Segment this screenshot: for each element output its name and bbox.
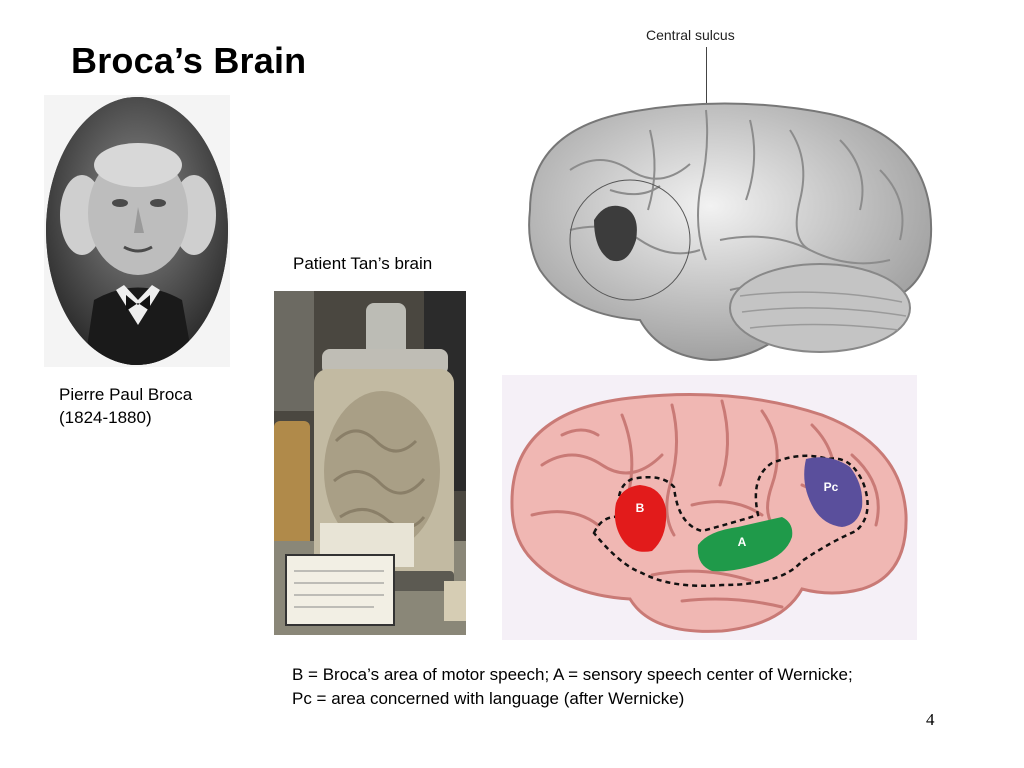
broca-area-shape — [614, 485, 667, 552]
jar-caption: Patient Tan’s brain — [293, 254, 433, 273]
broca-portrait — [44, 95, 230, 367]
diagram-legend: B = Broca’s area of motor speech; A = se… — [292, 663, 853, 711]
language-areas-diagram: B A Pc — [502, 375, 917, 640]
legend-line-2: Pc = area concerned with language (after… — [292, 689, 685, 708]
central-sulcus-leader-line — [706, 47, 707, 109]
portrait-caption-name: Pierre Paul Broca — [59, 385, 193, 404]
central-sulcus-label: Central sulcus — [646, 27, 735, 43]
pc-area-label: Pc — [824, 480, 839, 494]
slide-title: Broca’s Brain — [71, 40, 307, 81]
legend-line-1: B = Broca’s area of motor speech; A = se… — [292, 665, 853, 684]
wernicke-area-label: A — [738, 535, 747, 549]
broca-area-label: B — [636, 501, 645, 515]
language-areas-svg: B A Pc — [510, 393, 908, 633]
specimen-jar-photo — [274, 291, 466, 635]
portrait-caption-dates: (1824-1880) — [59, 408, 152, 427]
cortex-outline — [510, 393, 908, 633]
pc-area-shape — [804, 457, 863, 527]
preserved-brain-photo — [510, 90, 940, 368]
wernicke-area-shape — [697, 517, 793, 572]
portrait-caption: Pierre Paul Broca (1824-1880) — [59, 383, 192, 429]
slide-number: 4 — [926, 710, 935, 729]
language-region-outline — [592, 454, 869, 588]
